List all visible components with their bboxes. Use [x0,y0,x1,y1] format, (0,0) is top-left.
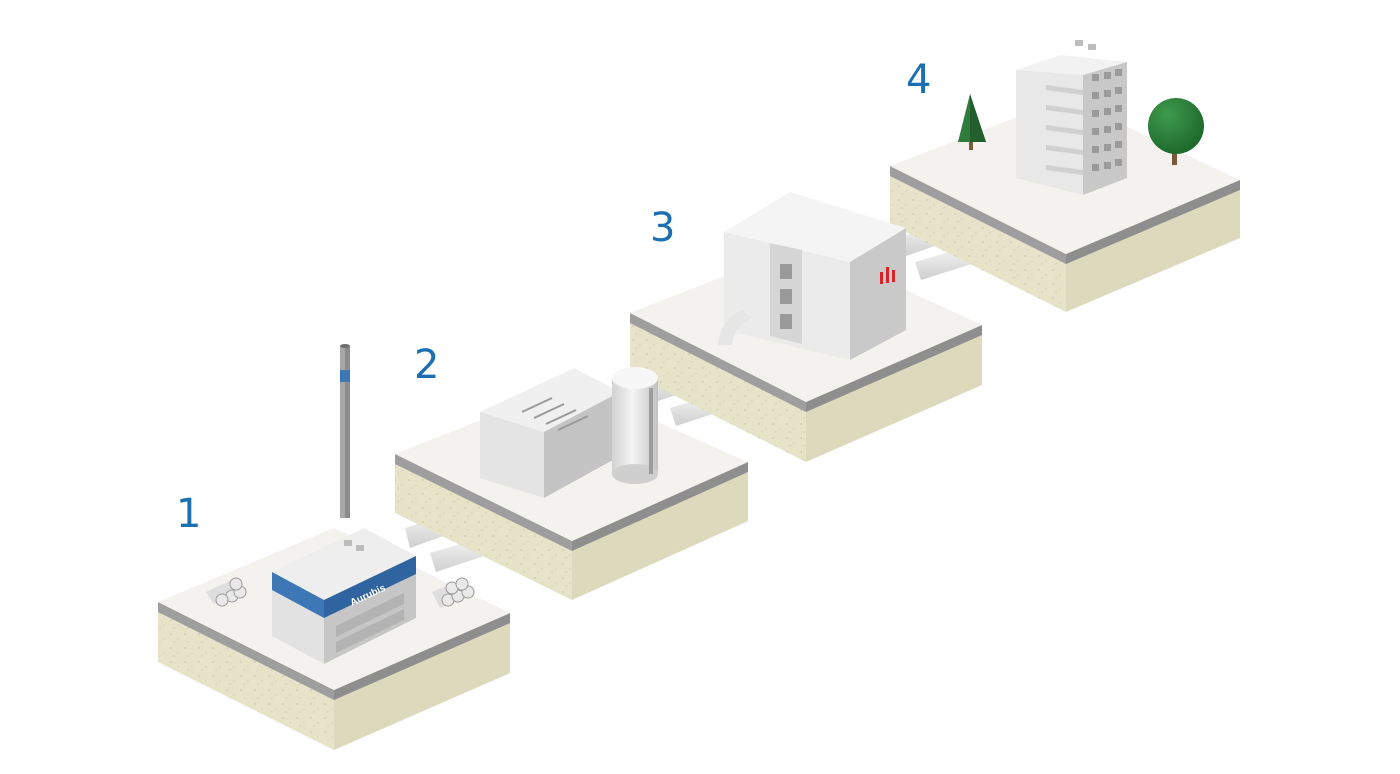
step-number-4: 4 [906,57,932,103]
pump-station-icon [718,192,906,360]
storage-hall-icon [480,368,620,498]
conifer-tree-icon [958,94,986,150]
aurubis-logo-icon [880,267,895,284]
smelter-building-icon [272,528,416,664]
round-tree-icon [1148,98,1204,165]
step-number-1: 1 [176,491,202,537]
pipe-bundle-icon [432,577,475,608]
step-number-3: 3 [650,205,676,251]
storage-tank-icon [612,367,658,484]
chimney-icon [340,344,350,518]
apartment-building-icon [1016,40,1127,195]
pipe-bundle-icon [206,577,247,607]
step-number-2: 2 [414,342,440,388]
